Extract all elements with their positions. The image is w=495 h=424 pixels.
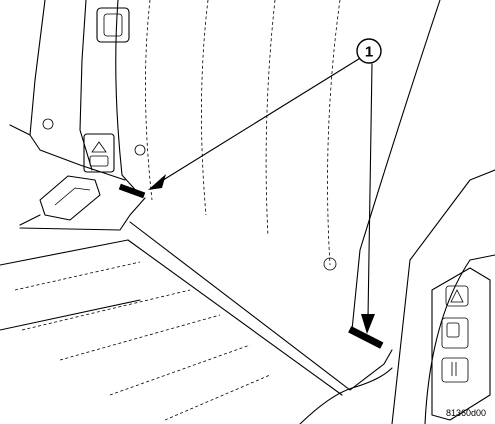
left-seat-back: [9, 0, 126, 181]
position-marks: [118, 183, 384, 349]
latch-housing: [96, 7, 130, 43]
arrow-head-right: [361, 314, 375, 334]
seat-cushion: [0, 197, 393, 424]
callout-label: 1: [365, 44, 373, 61]
figure-code: 81360d00: [446, 408, 486, 418]
arrow-head-left: [148, 174, 166, 190]
center-seat-back: [115, 0, 441, 331]
callout-leaders: [148, 56, 375, 334]
center-switch-panel: [83, 133, 115, 173]
door-switch-panel: [391, 169, 495, 424]
seat-belt-buckle: [19, 175, 101, 226]
callout-1: 1: [356, 38, 382, 64]
